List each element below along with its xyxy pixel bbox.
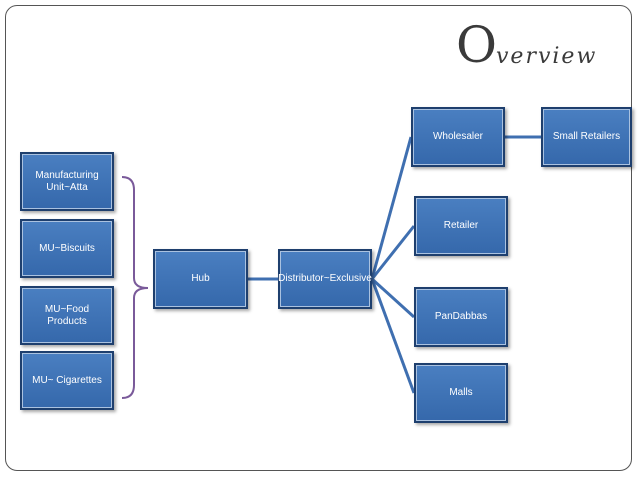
title-initial: O [456, 16, 497, 74]
node-pandabbas: PanDabbas [414, 287, 508, 347]
node-mu-atta: Manufacturing Unit~Atta [20, 152, 114, 211]
node-mu-cigarettes: MU~ Cigarettes [20, 351, 114, 410]
title-rest: verview [496, 44, 598, 69]
node-mu-food-products: MU~Food Products [20, 286, 114, 345]
node-retailer: Retailer [414, 196, 508, 256]
node-wholesaler: Wholesaler [411, 107, 505, 167]
node-mu-biscuits: MU~Biscuits [20, 219, 114, 278]
slide-title: O verview [456, 20, 626, 80]
node-distributor: Distributor~Exclusive [278, 249, 372, 309]
bracket-brace [121, 176, 149, 399]
node-malls: Malls [414, 363, 508, 423]
connector-distributor-wholesaler [370, 136, 413, 280]
node-small-retailers: Small Retailers [541, 107, 632, 167]
node-hub: Hub [153, 249, 248, 309]
connector-distributor-malls [370, 278, 416, 394]
connector-distributor-retailer [370, 225, 416, 280]
connector-distributor-pandabbas [370, 277, 416, 319]
